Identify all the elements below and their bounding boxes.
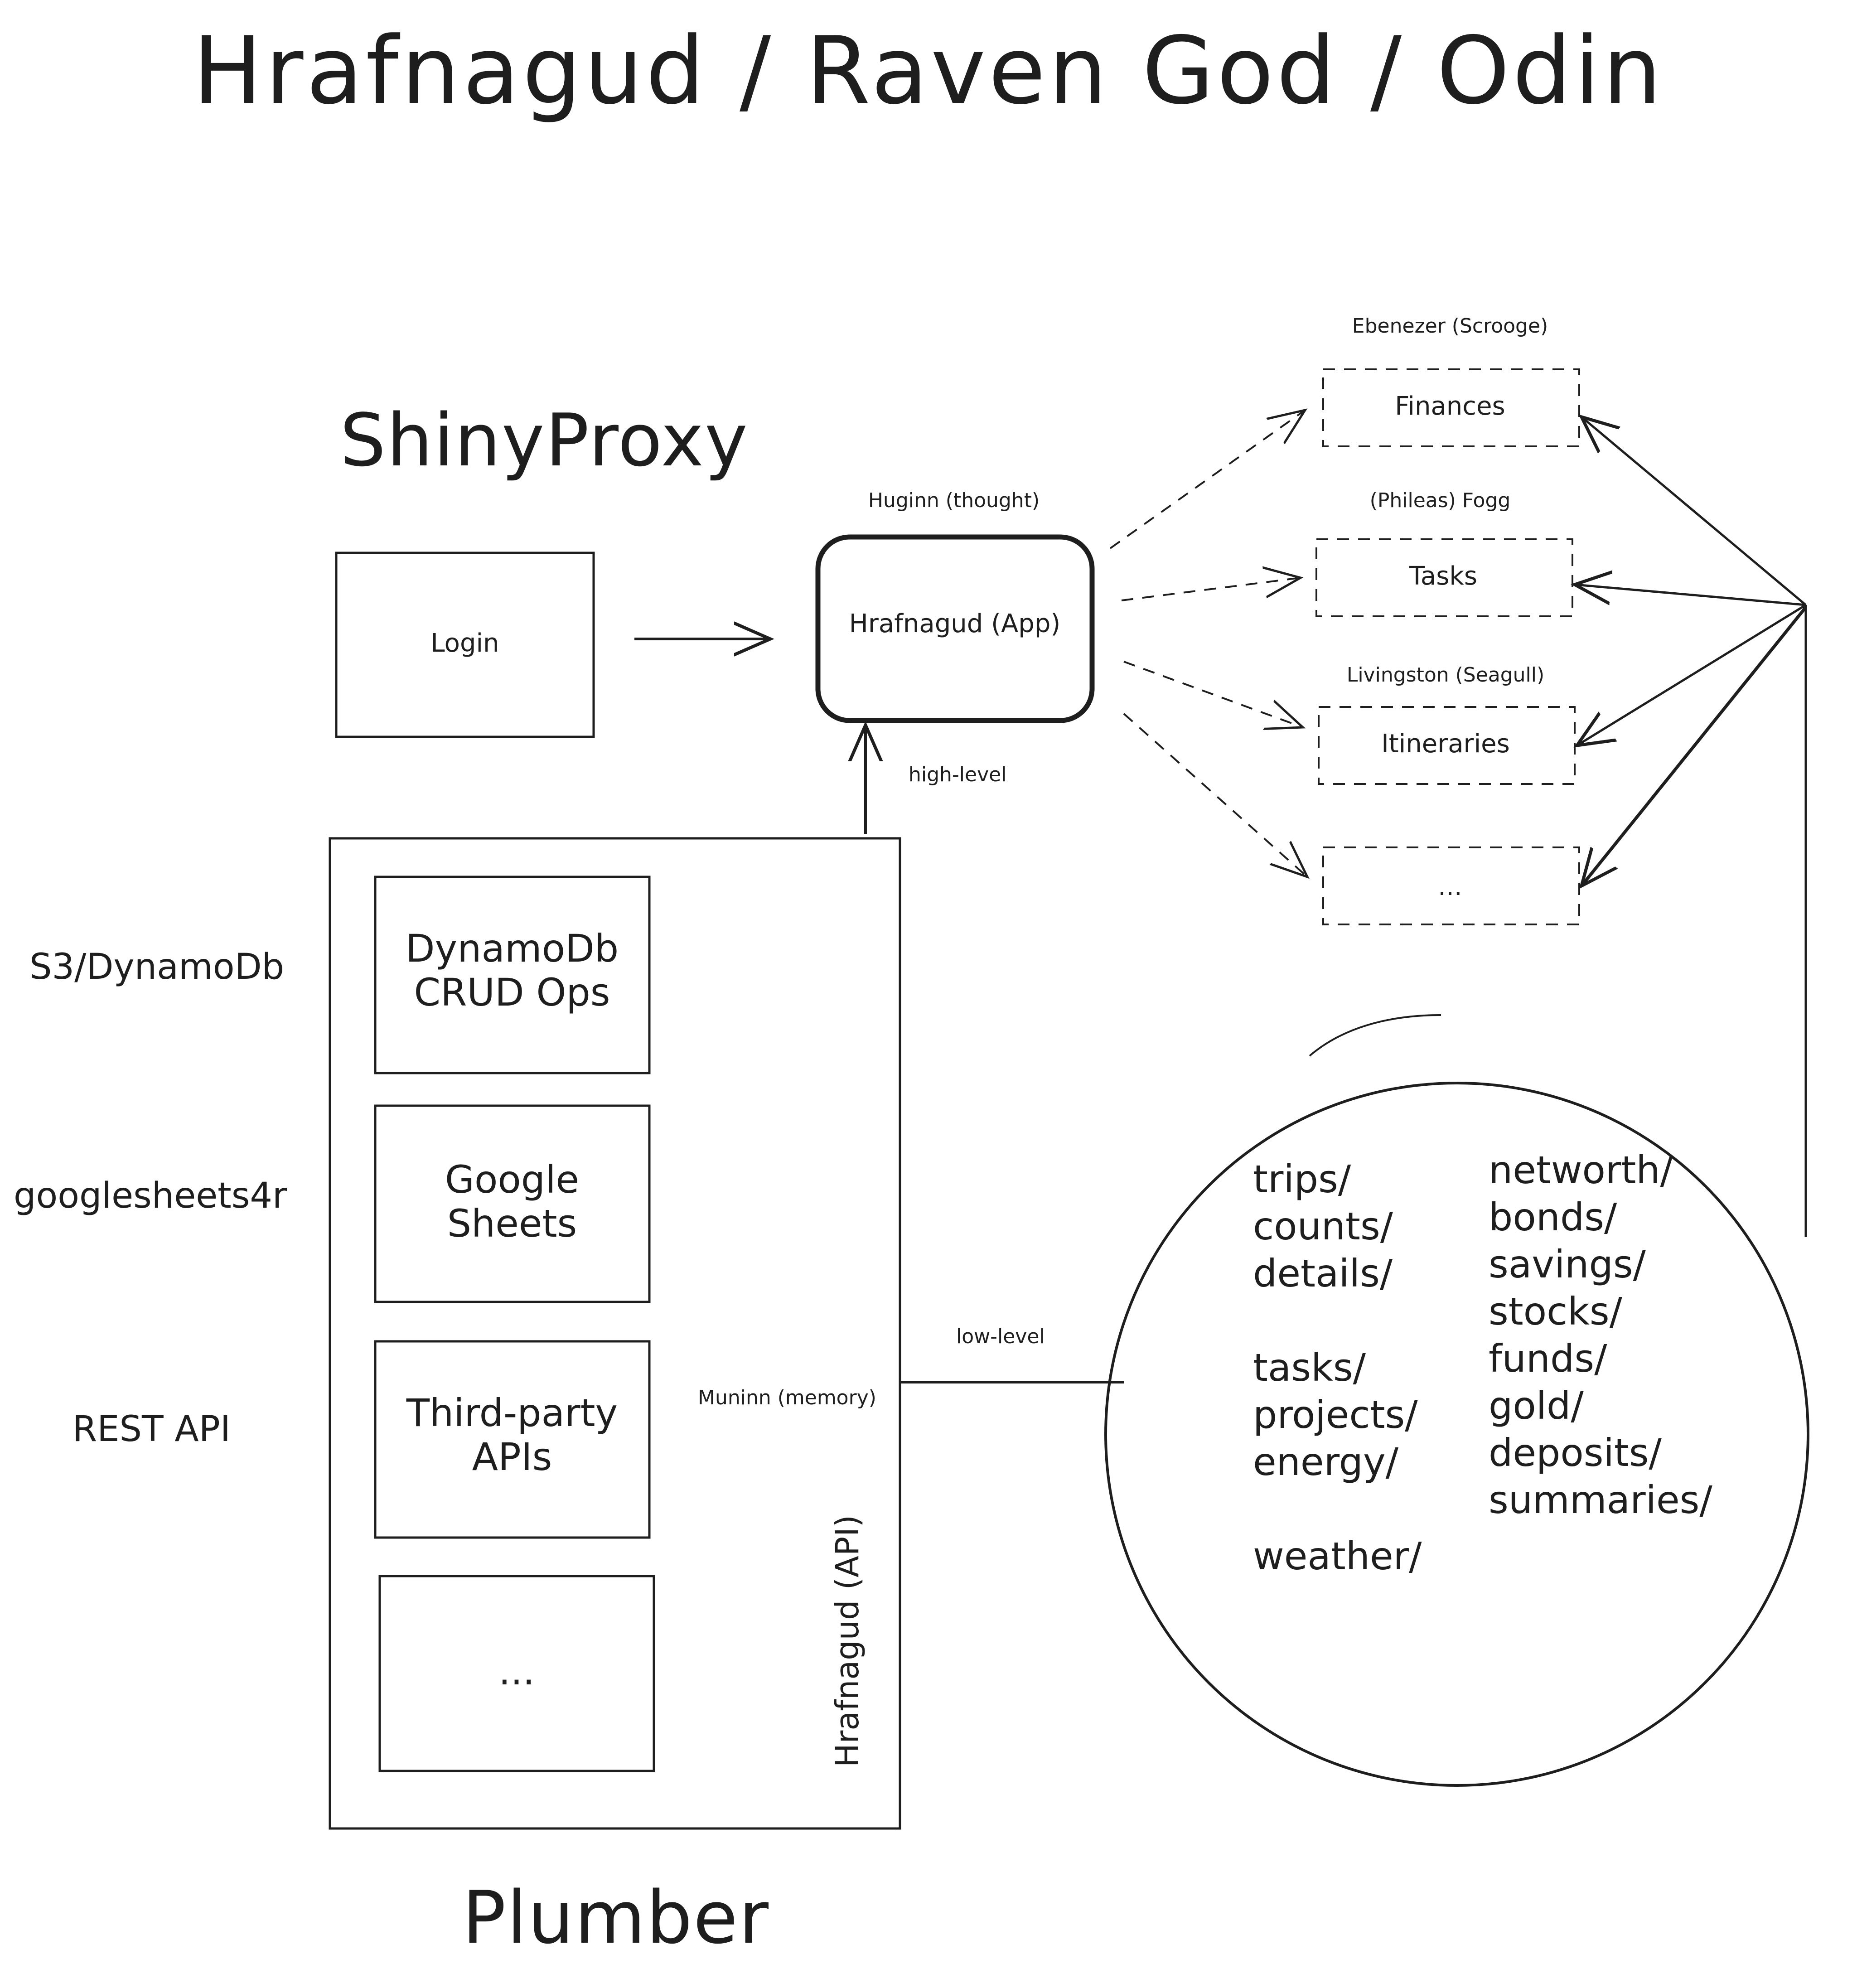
- endpoint-spacer: [1253, 1485, 1422, 1533]
- itineraries-caption: Livingston (Seagull): [1346, 663, 1545, 687]
- bus-to-finances-arrow: [1581, 417, 1807, 606]
- endpoint-stocks: stocks/: [1489, 1289, 1622, 1334]
- bus-to-tasks-arrow: [1575, 585, 1806, 606]
- finances-box: [1322, 368, 1580, 447]
- endpoint-weather: weather/: [1253, 1534, 1422, 1578]
- googlesheets4r-label: googlesheets4r: [14, 1175, 287, 1216]
- dynamodb-label: DynamoDb CRUD Ops: [405, 926, 619, 1015]
- endpoint-deposits: deposits/: [1489, 1431, 1662, 1475]
- low-level-label: low-level: [956, 1325, 1045, 1348]
- endpoint-spacer: [1253, 1297, 1422, 1344]
- tasks-caption: (Phileas) Fogg: [1369, 489, 1511, 512]
- google-sheets-label: Google Sheets: [445, 1157, 580, 1246]
- endpoint-savings: savings/: [1489, 1242, 1646, 1287]
- itineraries-label: Itineraries: [1381, 729, 1510, 759]
- endpoint-details: details/: [1253, 1251, 1393, 1296]
- endpoint-trips: trips/: [1253, 1157, 1351, 1201]
- finances-label: Finances: [1395, 392, 1505, 421]
- diagram-title: Hrafnagud / Raven God / Odin: [193, 17, 1664, 125]
- endpoint-summaries: summaries/: [1489, 1478, 1712, 1522]
- endpoint-bonds: bonds/: [1489, 1195, 1617, 1239]
- more-sources-box: [378, 1575, 655, 1772]
- high-level-label: high-level: [909, 763, 1007, 786]
- endpoint-projects: projects/: [1253, 1393, 1418, 1437]
- api-caption: Muninn (memory): [698, 1386, 876, 1409]
- bus-to-itineraries-arrow: [1577, 604, 1807, 745]
- more-modules-label: ...: [1438, 872, 1462, 901]
- app-caption: Huginn (thought): [868, 489, 1040, 512]
- api-vertical-label: Hrafnagud (API): [829, 1514, 866, 1767]
- login-label: Login: [430, 629, 499, 658]
- endpoint-gold: gold/: [1489, 1383, 1584, 1428]
- endpoint-funds: funds/: [1489, 1336, 1607, 1381]
- login-box: [335, 551, 595, 738]
- app-box: [815, 534, 1095, 723]
- rest-api-label: REST API: [73, 1409, 231, 1450]
- app-to-more-arrow: [1123, 713, 1307, 877]
- more-sources-label: ...: [498, 1649, 535, 1693]
- endpoints-left-column: trips/ counts/ details/ tasks/ projects/…: [1253, 1156, 1422, 1580]
- endpoint-tasks: tasks/: [1253, 1345, 1366, 1390]
- circle-sketch-mark: [1309, 1014, 1441, 1057]
- dynamodb-box: [374, 875, 651, 1074]
- bus-to-more-arrow: [1581, 606, 1807, 886]
- app-to-finances-arrow: [1109, 410, 1305, 549]
- endpoint-energy: energy/: [1253, 1440, 1398, 1484]
- third-party-box: [374, 1340, 651, 1539]
- finances-caption: Ebenezer (Scrooge): [1352, 314, 1548, 338]
- google-sheets-box: [374, 1104, 651, 1303]
- app-to-itineraries-arrow: [1123, 661, 1303, 727]
- s3-dynamodb-label: S3/DynamoDb: [29, 947, 285, 987]
- tasks-label: Tasks: [1409, 561, 1478, 591]
- endpoint-counts: counts/: [1253, 1204, 1393, 1248]
- plumber-title: Plumber: [462, 1875, 769, 1960]
- third-party-label: Third-party APIs: [406, 1391, 618, 1479]
- api-container: [329, 837, 901, 1830]
- endpoint-networth: networth/: [1489, 1148, 1673, 1192]
- app-label: Hrafnagud (App): [849, 609, 1061, 638]
- app-to-tasks-arrow: [1121, 578, 1301, 601]
- endpoints-right-column: networth/ bonds/ savings/ stocks/ funds/…: [1489, 1146, 1712, 1524]
- shinyproxy-title: ShinyProxy: [340, 398, 749, 483]
- endpoints-circle: [1104, 1082, 1809, 1787]
